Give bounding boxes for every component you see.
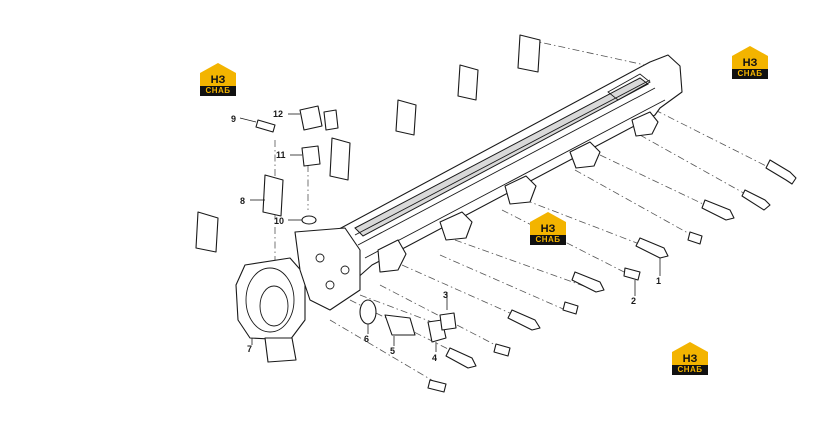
callout-1: 1 (656, 276, 661, 286)
watermark-logo: НЗ СНАБ (200, 63, 236, 97)
small-parts-9-12 (255, 105, 339, 225)
watermark-text: СНАБ (732, 69, 768, 79)
callout-labels: 1 2 3 4 5 6 7 8 9 10 11 12 (231, 109, 661, 363)
svg-text:НЗ: НЗ (541, 223, 556, 235)
callout-9: 9 (231, 114, 236, 124)
watermark-text: СНАБ (530, 235, 566, 245)
callout-3: 3 (443, 290, 448, 300)
small-parts-3-6 (359, 299, 457, 343)
callout-2: 2 (631, 296, 636, 306)
callout-10: 10 (274, 216, 284, 226)
watermark-text: СНАБ (200, 86, 236, 96)
callout-11: 11 (276, 150, 286, 160)
callout-7: 7 (247, 344, 252, 354)
callout-12: 12 (273, 109, 283, 119)
svg-text:НЗ: НЗ (743, 57, 758, 69)
fuel-rail (299, 54, 683, 296)
watermark-text: СНАБ (672, 365, 708, 375)
gaskets (195, 34, 541, 253)
watermark-logo: НЗ СНАБ (672, 342, 708, 376)
callout-6: 6 (364, 334, 369, 344)
leader-lines (239, 113, 661, 352)
bolts (427, 159, 797, 393)
callout-4: 4 (432, 353, 437, 363)
svg-text:НЗ: НЗ (211, 74, 226, 86)
svg-text:НЗ: НЗ (683, 353, 698, 365)
housing-part-7 (235, 227, 361, 363)
callout-8: 8 (240, 196, 245, 206)
callout-5: 5 (390, 346, 395, 356)
watermark-logo: НЗ СНАБ (732, 46, 768, 80)
watermark-logo: НЗ СНАБ (530, 212, 566, 246)
